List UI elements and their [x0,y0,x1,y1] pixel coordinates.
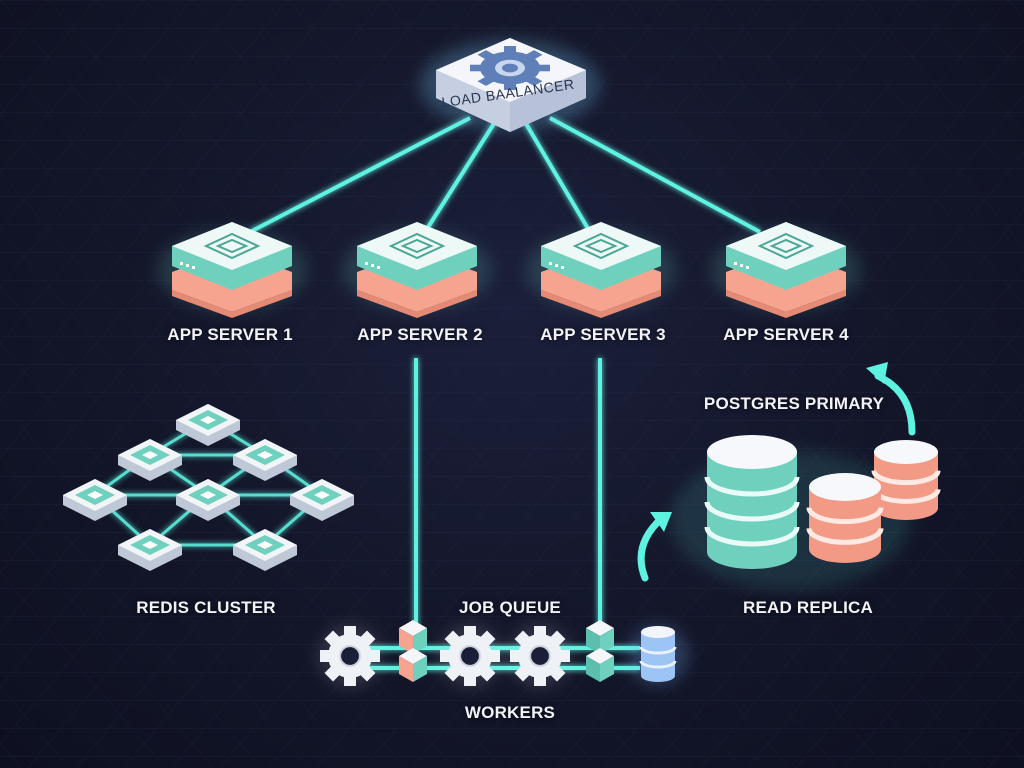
redis-node-icon [290,479,354,521]
database-icon [628,625,688,685]
workers-label: WORKERS [464,703,556,722]
redis-node-icon [63,479,127,521]
app-server-1 [157,222,307,318]
arrow-icon [637,514,666,582]
database-icon [871,440,941,520]
database-icon [806,473,884,563]
server-icon [757,232,815,260]
app-server-3 [526,222,676,318]
redis-node-icon [233,439,297,481]
redis-cluster-label: REDIS CLUSTER [136,598,276,617]
link-lb-app4 [549,116,761,234]
link-lb-app3 [523,120,592,234]
queue-box-icon [399,620,427,654]
queue-box-icon [586,620,614,654]
link-lb-app2 [423,120,497,234]
database-group [637,362,941,590]
app-server-2-label: APP SERVER 2 [357,325,483,344]
arrow-head-icon [866,362,888,384]
gear-icon [508,624,572,688]
app-server-4-label: APP SERVER 4 [723,325,849,344]
postgres-primary-label: POSTGRES PRIMARY [703,394,885,413]
app-server-3-label: APP SERVER 3 [540,325,666,344]
redis-node-icon [118,529,182,571]
redis-node-icon [176,404,240,446]
load-balancer-node [420,38,600,132]
redis-node-icon [118,439,182,481]
server-icon [203,232,261,260]
arrow-head-icon [650,512,672,532]
job-queue-label: JOB QUEUE [459,598,561,617]
link-lb-app1 [249,116,471,234]
app-server-1-label: APP SERVER 1 [167,325,293,344]
redis-node-icon [233,529,297,571]
read-replica-label: READ REPLICA [743,598,873,617]
redis-node-icon [176,479,240,521]
server-icon [388,232,446,260]
load-balancer-links [249,116,761,234]
database-icon [704,435,800,569]
gear-icon [470,46,550,90]
app-server-2 [342,222,492,318]
redis-cluster [63,404,354,571]
gear-icon [318,624,382,688]
queue-box-icon [399,648,427,682]
queue-box-icon [586,648,614,682]
server-icon [572,232,630,260]
app-servers [157,222,861,318]
app-server-4 [711,222,861,318]
gear-icon [438,624,502,688]
job-queue [318,620,688,688]
